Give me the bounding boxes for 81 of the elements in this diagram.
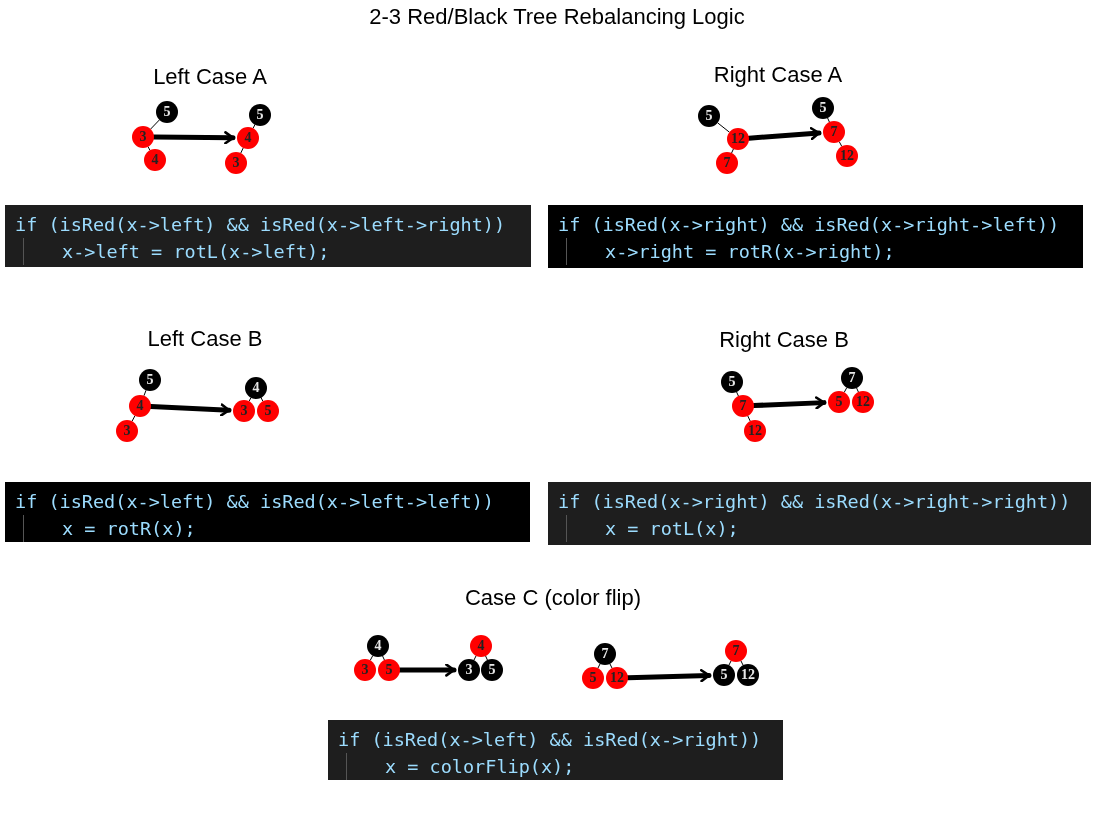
tree-node: 4 [367, 635, 389, 657]
tree-link [240, 147, 244, 154]
tree-node: 12 [744, 420, 766, 442]
tree-link [728, 660, 732, 666]
tree-node: 5 [139, 369, 161, 391]
tree-node: 5 [828, 391, 850, 413]
code-line: x->right = rotR(x->right); [566, 238, 895, 265]
tree-link [147, 146, 151, 151]
tree-link [248, 397, 252, 402]
code-line: if (isRed(x->left) && isRed(x->left->left)) [15, 490, 494, 514]
tree-link [260, 397, 264, 402]
tree-node: 7 [716, 152, 738, 174]
tree-node: 5 [713, 664, 735, 686]
tree-node: 5 [249, 104, 271, 126]
tree-node: 5 [721, 371, 743, 393]
case-heading: Right Case A [713, 62, 843, 88]
tree-link [838, 141, 843, 147]
code-block [548, 205, 1083, 268]
tree-link [473, 655, 477, 661]
case-heading: Left Case B [147, 326, 263, 352]
tree-link [150, 119, 160, 130]
tree-link [597, 663, 601, 669]
code-block [548, 482, 1091, 545]
tree-node: 12 [737, 664, 759, 686]
code-block [5, 205, 531, 267]
tree-node: 4 [470, 635, 492, 657]
tree-node: 3 [225, 152, 247, 174]
tree-node: 5 [582, 667, 604, 689]
tree-link [856, 387, 859, 393]
tree-link [382, 655, 385, 661]
tree-node: 5 [257, 400, 279, 422]
tree-node: 3 [354, 659, 376, 681]
tree-node: 4 [129, 395, 151, 417]
tree-node: 5 [481, 659, 503, 681]
tree-node: 7 [823, 121, 845, 143]
tree-node: 5 [156, 101, 178, 123]
case-heading: Right Case B [719, 327, 849, 353]
tree-node: 5 [378, 659, 400, 681]
tree-node: 4 [144, 149, 166, 171]
code-line: x = colorFlip(x); [346, 753, 575, 780]
code-line: x->left = rotL(x->left); [23, 238, 330, 265]
case-heading: Case C (color flip) [465, 585, 641, 611]
tree-node: 7 [841, 367, 863, 389]
tree-link [143, 389, 147, 397]
tree-node: 5 [698, 105, 720, 127]
tree-link [252, 124, 256, 129]
tree-node: 7 [594, 643, 616, 665]
tree-link [747, 415, 751, 422]
tree-node: 3 [233, 400, 255, 422]
code-block [5, 482, 530, 542]
tree-link [369, 655, 374, 661]
tree-node: 3 [116, 420, 138, 442]
code-line: if (isRed(x->right) && isRed(x->right->left)) [558, 213, 1060, 237]
tree-node: 3 [132, 126, 154, 148]
code-line: x = rotL(x); [566, 515, 739, 542]
code-line: if (isRed(x->left) && isRed(x->left->right)) [15, 213, 506, 237]
code-line: if (isRed(x->right) && isRed(x->right->right)) [558, 490, 1071, 514]
tree-node: 7 [732, 395, 754, 417]
tree-link [485, 655, 488, 661]
code-line: if (isRed(x->left) && isRed(x->right)) [338, 728, 762, 752]
tree-node: 7 [725, 640, 747, 662]
tree-link [827, 117, 830, 123]
tree-link [843, 387, 848, 393]
diagram-title: 2-3 Red/Black Tree Rebalancing Logic [369, 4, 745, 30]
tree-link [131, 415, 136, 422]
tree-link [609, 663, 613, 669]
tree-link [740, 660, 744, 666]
tree-node: 12 [852, 391, 874, 413]
tree-link [731, 148, 734, 154]
tree-node: 4 [245, 377, 267, 399]
tree-link [736, 391, 739, 397]
code-block [328, 720, 783, 780]
tree-node: 12 [606, 667, 628, 689]
tree-link [717, 122, 730, 133]
tree-node: 12 [836, 145, 858, 167]
tree-node: 3 [458, 659, 480, 681]
tree-node: 4 [237, 127, 259, 149]
tree-node: 5 [812, 97, 834, 119]
case-heading: Left Case A [153, 64, 267, 90]
tree-node: 12 [727, 128, 749, 150]
code-line: x = rotR(x); [23, 515, 196, 542]
